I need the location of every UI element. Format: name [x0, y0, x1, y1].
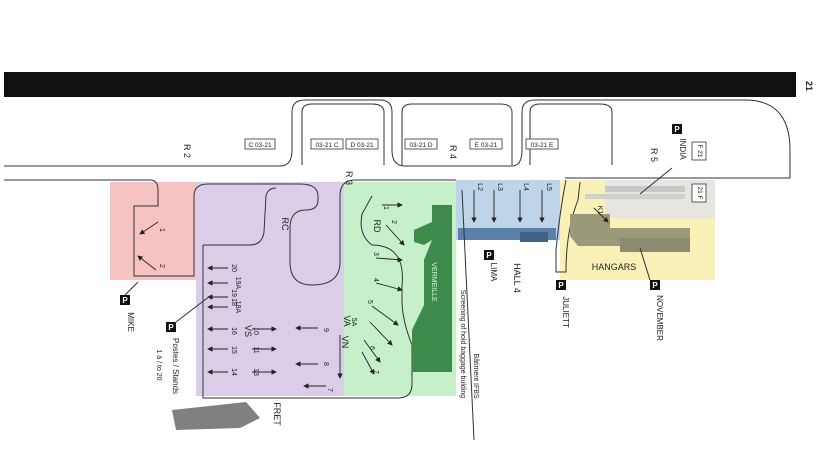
svg-text:5A: 5A — [350, 318, 357, 327]
taxiway-l3: L3 — [496, 183, 503, 191]
svg-text:11: 11 — [252, 346, 259, 353]
parking-mike: P MIKE — [120, 281, 139, 332]
taxiway-l4: L4 — [522, 183, 529, 191]
svg-text:4: 4 — [372, 278, 379, 282]
svg-text:18: 18 — [230, 298, 237, 306]
svg-text:5: 5 — [366, 300, 373, 304]
svg-text:21 F: 21 F — [696, 186, 703, 199]
svg-text:19: 19 — [230, 289, 237, 297]
svg-text:8: 8 — [322, 362, 329, 366]
fret-label: FRET — [272, 402, 282, 426]
taxiway-vs: VS — [243, 325, 253, 337]
parking-postes: P Postes / Stands — [166, 295, 211, 394]
svg-text:LIMA: LIMA — [489, 263, 498, 282]
svg-text:P: P — [122, 296, 128, 305]
taxiway-vn: VN — [340, 336, 350, 349]
fret-building — [172, 402, 260, 430]
svg-text:03-21 D: 03-21 D — [409, 142, 432, 149]
svg-text:19A: 19A — [234, 277, 241, 290]
taxiway-r2: R 2 — [182, 144, 192, 158]
taxiway-l5: L5 — [545, 183, 552, 191]
svg-text:JULIETT: JULIETT — [561, 296, 570, 328]
svg-text:03-21 E: 03-21 E — [531, 142, 554, 149]
svg-text:Postes / Stands: Postes / Stands — [171, 338, 180, 394]
svg-text:15: 15 — [230, 346, 237, 354]
hangars-label: HANGARS — [592, 262, 637, 272]
taxiway-l2: L2 — [476, 183, 483, 191]
parking-november: P NOVEMBER — [639, 247, 664, 341]
mike-zone — [110, 182, 196, 280]
stand-arrows — [137, 190, 609, 389]
screening-label: Screening of hold baggage bulding — [459, 290, 466, 398]
screening-building — [412, 205, 452, 372]
svg-text:7: 7 — [326, 388, 333, 392]
svg-text:P: P — [558, 281, 564, 290]
taxiway-k1: K1 — [596, 206, 603, 215]
svg-text:E 03-21: E 03-21 — [475, 142, 498, 149]
vermeille-building-label: VERMEILLE — [430, 262, 437, 302]
holding-points: C 03-21 03-21 C D 03-21 03-21 D E 03-21 … — [244, 138, 707, 203]
svg-text:7: 7 — [372, 370, 379, 374]
svg-text:10: 10 — [252, 327, 259, 335]
taxiway-r3: R 3 — [344, 171, 354, 185]
stand-numbers: 1 2 20 19A 19 18A 18 16 15 14 10 11 13 9… — [158, 206, 397, 392]
svg-text:6: 6 — [368, 346, 375, 350]
runway — [4, 72, 796, 97]
svg-text:16: 16 — [230, 327, 237, 335]
svg-text:MIKE: MIKE — [126, 312, 135, 332]
runway-designator: 21 — [804, 81, 814, 91]
svg-text:INDIA: INDIA — [678, 138, 687, 160]
svg-text:1: 1 — [382, 206, 389, 210]
taxiway-network — [4, 99, 791, 399]
stands-zone — [196, 182, 344, 396]
svg-text:C 03-21: C 03-21 — [248, 142, 272, 149]
parking-juliett: P JULIETT — [556, 280, 570, 328]
parking-india: P INDIA — [639, 124, 687, 195]
svg-text:2: 2 — [390, 220, 397, 224]
svg-text:13: 13 — [252, 368, 259, 376]
buildings: VERMEILLE — [172, 186, 690, 430]
parking-lima: P LIMA — [484, 250, 498, 282]
svg-text:9: 9 — [322, 328, 329, 332]
svg-text:18A: 18A — [234, 301, 241, 314]
batiment-label: Bâtiment IFBS — [472, 353, 479, 398]
taxiway-va: VA — [342, 315, 352, 326]
taxiway-rc: RC — [280, 218, 290, 231]
svg-text:03-21 C: 03-21 C — [315, 142, 338, 149]
svg-text:P: P — [652, 281, 658, 290]
svg-text:1: 1 — [158, 228, 165, 232]
svg-text:P: P — [168, 323, 174, 332]
svg-text:P: P — [486, 251, 492, 260]
postes-label-line2: 1 à / to 20 — [155, 349, 162, 380]
svg-text:3: 3 — [372, 252, 379, 256]
hall4-label: HALL 4 — [512, 263, 522, 293]
taxiway-rd: RD — [372, 220, 382, 233]
svg-text:14: 14 — [230, 368, 237, 376]
svg-text:2: 2 — [158, 264, 165, 268]
svg-text:F 21: F 21 — [696, 144, 703, 157]
taxiway-r5: R 5 — [649, 148, 659, 162]
svg-text:NOVEMBER: NOVEMBER — [655, 295, 664, 341]
svg-text:D 03-21: D 03-21 — [350, 142, 374, 149]
taxiway-r4: R 4 — [448, 145, 458, 159]
svg-text:20: 20 — [230, 264, 237, 272]
svg-text:P: P — [674, 125, 680, 134]
